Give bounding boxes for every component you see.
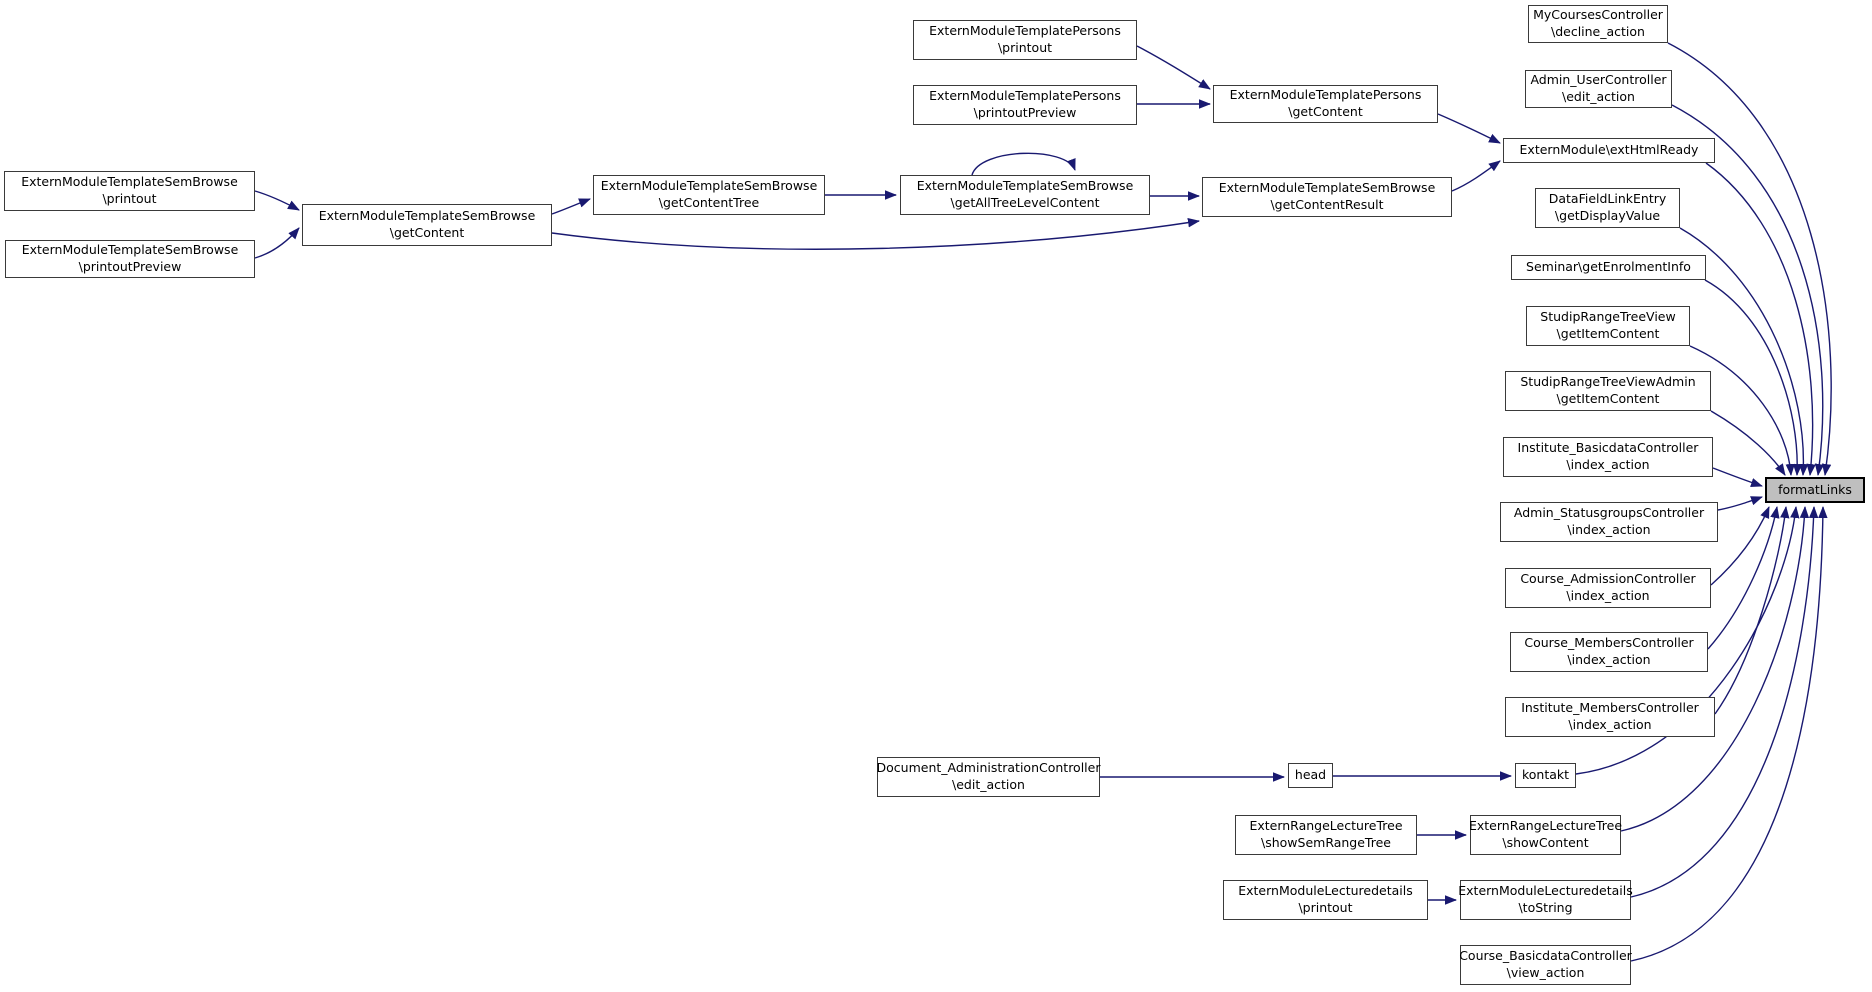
edge-course-basicdata-view-to-format-links xyxy=(1630,506,1828,962)
node-kontakt[interactable]: kontakt xyxy=(1515,763,1576,788)
edge-ext-html-ready-to-format-links xyxy=(1705,162,1816,476)
edge-sem-printout-to-sem-get-content xyxy=(254,190,300,211)
edge-sem-get-content-result-to-ext-html-ready xyxy=(1451,160,1501,192)
node-mycourses-decline[interactable]: MyCoursesController \decline_action xyxy=(1528,5,1668,43)
edge-institute-basicdata-to-format-links xyxy=(1712,467,1763,487)
node-sem-printout-preview[interactable]: ExternModuleTemplateSemBrowse \printoutP… xyxy=(5,240,255,278)
node-sem-printout[interactable]: ExternModuleTemplateSemBrowse \printout xyxy=(4,171,255,211)
node-persons-printout-preview[interactable]: ExternModuleTemplatePersons \printoutPre… xyxy=(913,85,1137,125)
edge-course-members-to-format-links xyxy=(1707,506,1780,650)
node-persons-printout[interactable]: ExternModuleTemplatePersons \printout xyxy=(913,20,1137,60)
node-course-members[interactable]: Course_MembersController \index_action xyxy=(1510,632,1708,672)
edge-sem-get-content-to-sem-get-content-tree xyxy=(551,198,591,215)
node-format-links: formatLinks xyxy=(1765,477,1865,503)
node-ext-html-ready[interactable]: ExternModule\extHtmlReady xyxy=(1503,138,1715,163)
node-datafield-get-display[interactable]: DataFieldLinkEntry \getDisplayValue xyxy=(1535,188,1680,228)
node-sem-get-content-tree[interactable]: ExternModuleTemplateSemBrowse \getConten… xyxy=(593,175,825,215)
edge-course-admission-to-format-links xyxy=(1710,506,1770,586)
edge-seminar-enrolment-info-to-format-links xyxy=(1704,279,1803,476)
edge-admin-statusgroups-to-format-links xyxy=(1717,496,1763,511)
node-seminar-enrolment-info[interactable]: Seminar\getEnrolmentInfo xyxy=(1511,255,1706,280)
node-sem-get-content-result[interactable]: ExternModuleTemplateSemBrowse \getConten… xyxy=(1202,177,1452,217)
edge-studip-tree-view-to-format-links xyxy=(1689,345,1795,476)
edge-persons-get-content-to-ext-html-ready xyxy=(1437,113,1501,144)
node-admin-user-edit[interactable]: Admin_UserController \edit_action xyxy=(1525,70,1672,108)
node-institute-basicdata[interactable]: Institute_BasicdataController \index_act… xyxy=(1503,437,1713,477)
edge-sem-get-content-to-sem-get-content-result xyxy=(551,218,1200,250)
node-persons-get-content[interactable]: ExternModuleTemplatePersons \getContent xyxy=(1213,85,1438,123)
node-studip-tree-view[interactable]: StudipRangeTreeView \getItemContent xyxy=(1526,306,1690,346)
edge-kontakt-to-format-links xyxy=(1575,506,1800,775)
edge-lecturedetails-to-string-to-format-links xyxy=(1630,506,1819,898)
node-lecture-tree-show-sem[interactable]: ExternRangeLectureTree \showSemRangeTree xyxy=(1235,815,1417,855)
node-course-basicdata-view[interactable]: Course_BasicdataController \view_action xyxy=(1459,945,1632,985)
edge-sem-printout-preview-to-sem-get-content xyxy=(254,227,300,259)
node-course-admission[interactable]: Course_AdmissionController \index_action xyxy=(1505,568,1711,608)
edge-lecture-tree-show-content-to-format-links xyxy=(1620,506,1810,832)
node-lecturedetails-to-string[interactable]: ExternModuleLecturedetails \toString xyxy=(1458,880,1633,920)
edge-studip-tree-view-admin-to-format-links xyxy=(1710,410,1786,476)
edge-institute-members-to-format-links xyxy=(1714,506,1790,715)
node-admin-statusgroups[interactable]: Admin_StatusgroupsController \index_acti… xyxy=(1500,502,1718,542)
node-studip-tree-view-admin[interactable]: StudipRangeTreeViewAdmin \getItemContent xyxy=(1505,371,1711,411)
edge-persons-printout-to-persons-get-content xyxy=(1136,45,1211,90)
node-institute-members[interactable]: Institute_MembersController \index_actio… xyxy=(1505,697,1715,737)
node-sem-get-content[interactable]: ExternModuleTemplateSemBrowse \getConten… xyxy=(302,204,552,246)
node-sem-get-all-tree-level[interactable]: ExternModuleTemplateSemBrowse \getAllTre… xyxy=(900,175,1150,215)
edge-admin-user-edit-to-format-links xyxy=(1671,104,1825,476)
node-lecturedetails-printout[interactable]: ExternModuleLecturedetails \printout xyxy=(1223,880,1428,920)
edge-mycourses-decline-to-format-links xyxy=(1667,42,1832,476)
node-document-admin-edit[interactable]: Document_AdministrationController \edit_… xyxy=(877,757,1100,797)
edge-sem-get-all-tree-level-self-loop xyxy=(971,152,1076,176)
node-lecture-tree-show-content[interactable]: ExternRangeLectureTree \showContent xyxy=(1469,815,1622,855)
node-head[interactable]: head xyxy=(1288,763,1333,788)
edge-datafield-get-display-to-format-links xyxy=(1679,227,1809,476)
